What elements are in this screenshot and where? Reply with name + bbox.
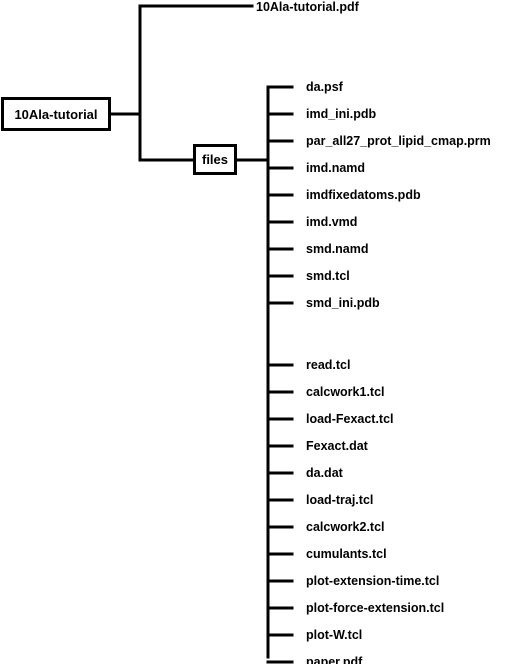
file-item: load-Fexact.tcl	[306, 412, 394, 426]
file-item: par_all27_prot_lipid_cmap.prm	[306, 134, 491, 148]
file-item: paper.pdf	[306, 655, 363, 664]
file-item: cumulants.tcl	[306, 547, 387, 561]
file-item: da.psf	[306, 80, 343, 94]
file-item: imd_ini.pdb	[306, 107, 377, 121]
file-item: load-traj.tcl	[306, 493, 374, 507]
top-file-pdf: 10Ala-tutorial.pdf	[256, 0, 359, 14]
file-item: imdfixedatoms.pdb	[306, 188, 421, 202]
file-item: smd_ini.pdb	[306, 296, 380, 310]
root-folder: 10Ala-tutorial	[1, 97, 111, 131]
file-item: da.dat	[306, 466, 343, 480]
file-item: imd.namd	[306, 161, 366, 175]
file-item: plot-extension-time.tcl	[306, 574, 440, 588]
file-item: smd.namd	[306, 242, 369, 256]
files-folder-label: files	[201, 152, 228, 167]
file-item: calcwork1.tcl	[306, 385, 385, 399]
file-item: imd.vmd	[306, 215, 358, 229]
file-item: smd.tcl	[306, 269, 350, 283]
file-item: plot-W.tcl	[306, 628, 363, 642]
file-item: read.tcl	[306, 358, 351, 372]
file-item: plot-force-extension.tcl	[306, 601, 445, 615]
root-folder-label: 10Ala-tutorial	[14, 106, 98, 122]
file-item: calcwork2.tcl	[306, 520, 385, 534]
files-folder: files	[193, 144, 237, 175]
file-ticks	[266, 85, 294, 664]
file-item: Fexact.dat	[306, 439, 368, 453]
